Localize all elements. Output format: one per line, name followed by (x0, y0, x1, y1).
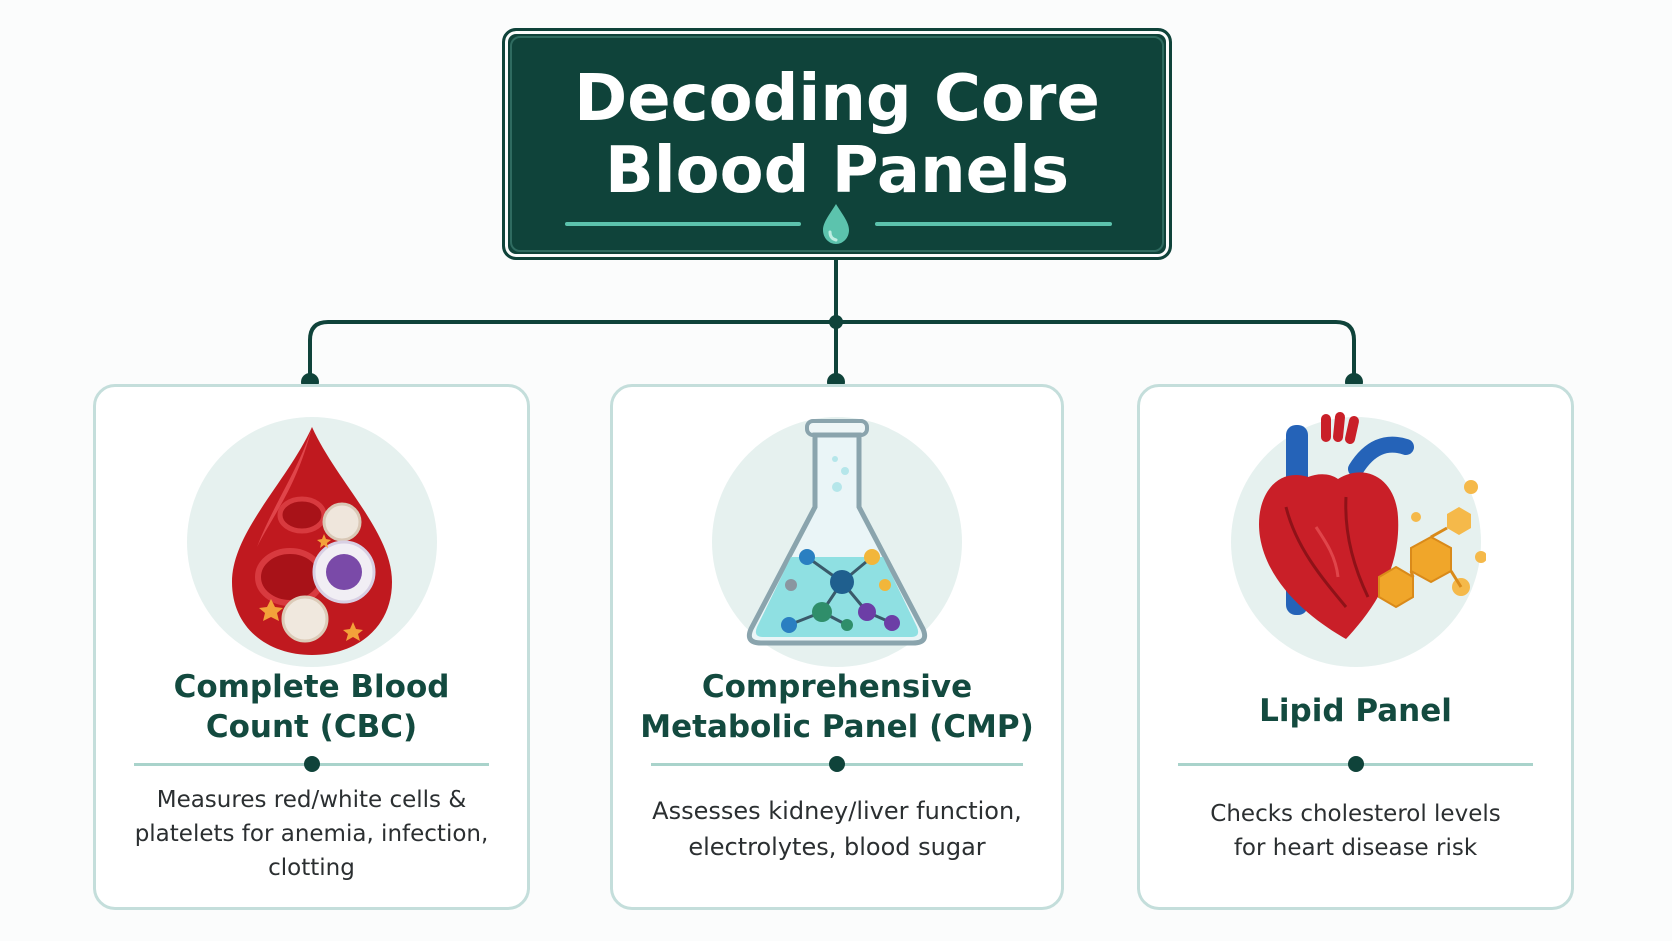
panel-description-line: electrolytes, blood sugar (688, 833, 986, 861)
water-drop-icon (823, 204, 849, 244)
panel-description-line: clotting (268, 855, 355, 881)
panel-card-cbc: Complete Blood Count (CBC) Measures red/… (93, 384, 530, 910)
panel-title: Complete Blood Count (CBC) (106, 667, 517, 747)
page-title: Decoding Core Blood Panels (505, 63, 1169, 207)
panel-card-cmp: Comprehensive Metabolic Panel (CMP) Asse… (610, 384, 1064, 910)
title-box: Decoding Core Blood Panels (502, 28, 1172, 260)
panel-title-line-1: Lipid Panel (1259, 693, 1452, 729)
title-line-2: Blood Panels (604, 134, 1070, 208)
panel-card-lipid: Lipid Panel Checks cholesterol levels fo… (1137, 384, 1574, 910)
panel-description: Measures red/white cells & platelets for… (116, 783, 507, 885)
panel-title-line-2: Count (CBC) (205, 709, 418, 745)
title-line-1: Decoding Core (574, 62, 1100, 136)
panel-description: Checks cholesterol levels for heart dise… (1160, 797, 1551, 865)
panel-description-line: Assesses kidney/liver function, (652, 797, 1022, 825)
panel-description-line: Measures red/white cells & (156, 787, 467, 813)
panel-description-line: for heart disease risk (1233, 835, 1478, 861)
panel-title-line-1: Comprehensive (701, 669, 973, 705)
panel-divider-dot (829, 756, 845, 772)
panel-divider-dot (1347, 756, 1364, 772)
heart-cholesterol-icon (1230, 412, 1486, 667)
title-rule-left (565, 222, 801, 226)
panel-title-line-1: Complete Blood (173, 669, 450, 705)
panel-description: Assesses kidney/liver function, electrol… (633, 793, 1041, 865)
lab-flask-molecule-icon (712, 417, 962, 667)
title-rule-right (875, 222, 1112, 226)
panel-description-line: Checks cholesterol levels (1210, 801, 1501, 827)
title-inner-border (510, 36, 1164, 252)
junction-dot (829, 315, 843, 329)
panel-title: Comprehensive Metabolic Panel (CMP) (623, 667, 1051, 747)
blood-drop-cells-icon (186, 417, 437, 667)
panel-divider-dot (303, 756, 320, 772)
panel-title: Lipid Panel (1150, 691, 1561, 731)
panel-title-line-2: Metabolic Panel (CMP) (640, 709, 1034, 745)
panel-description-line: platelets for anemia, infection, (134, 821, 489, 847)
